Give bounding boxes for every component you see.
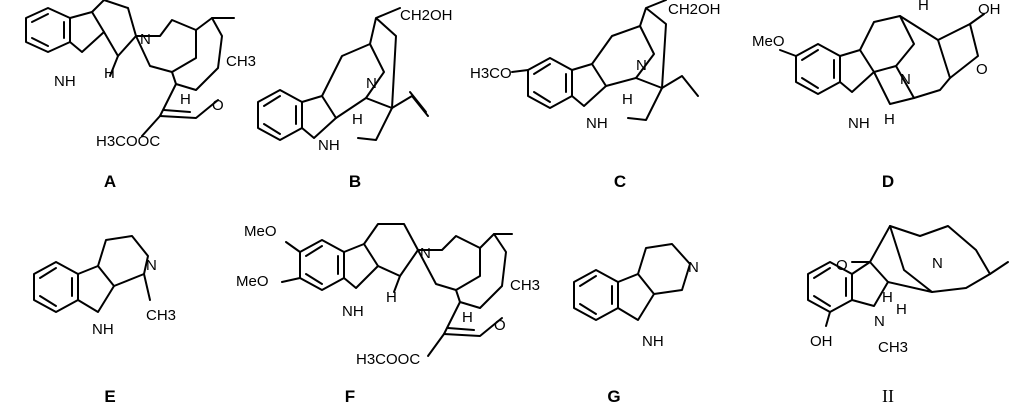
- n-atom-ii: N: [932, 255, 943, 272]
- o-atom-ii: O: [836, 257, 848, 274]
- n-atom-f: N: [420, 245, 431, 262]
- nh-atom-g: NH: [642, 333, 664, 350]
- h-atom-c: H: [622, 91, 633, 108]
- n-atom-c: N: [636, 57, 647, 74]
- molecule-g: N NH G: [573, 243, 699, 406]
- h-atom-b: H: [352, 111, 363, 128]
- molecule-b: N CH2OH NH H B: [257, 7, 453, 191]
- molecule-e: N NH CH3 E: [33, 235, 176, 406]
- nh-atom-b: NH: [318, 137, 340, 154]
- oh-atom-ii: OH: [810, 333, 833, 350]
- h3co-atom-c: H3CO: [470, 65, 512, 82]
- n-atom-ii2: N: [874, 313, 885, 330]
- meo-atom-f1: MeO: [244, 223, 277, 240]
- h-atom-d: H: [918, 0, 929, 14]
- h-atom-f: H: [386, 289, 397, 306]
- n-atom-e: N: [146, 257, 157, 274]
- oh-atom-d: OH: [978, 1, 1001, 18]
- meo-atom-f2: MeO: [236, 273, 269, 290]
- molecule-ii: O N H N H OH CH3 II: [807, 225, 1009, 406]
- ch3-atom-f: CH3: [510, 277, 540, 294]
- meo-atom-d: MeO: [752, 33, 785, 50]
- ch3-atom-a: CH3: [226, 53, 256, 70]
- label-c: C: [614, 172, 626, 191]
- n-atom-a: N: [140, 31, 151, 48]
- o-atom-a: O: [212, 97, 224, 114]
- h-atom-a: H: [104, 65, 115, 82]
- ch3-atom-ii: CH3: [878, 339, 908, 356]
- label-b: B: [349, 172, 361, 191]
- n-atom-b: N: [366, 75, 377, 92]
- n-atom-d: N: [900, 71, 911, 88]
- label-f: F: [345, 387, 355, 406]
- molecule-f: MeO MeO N NH H H O CH3 H3COOC F: [236, 223, 540, 406]
- label-ii: II: [882, 386, 894, 406]
- o-atom-f: O: [494, 317, 506, 334]
- o-atom-d: O: [976, 61, 988, 78]
- molecule-d: MeO OH H N O NH H D: [752, 0, 1001, 191]
- nh-atom-a: NH: [54, 73, 76, 90]
- ch3-atom-e: CH3: [146, 307, 176, 324]
- label-a: A: [104, 172, 116, 191]
- h-atom-ii2: H: [896, 301, 907, 318]
- label-g: G: [607, 387, 620, 406]
- ch2oh-atom-c: CH2OH: [668, 1, 721, 18]
- label-d: D: [882, 172, 894, 191]
- h-atom-ii: H: [882, 289, 893, 306]
- label-e: E: [104, 387, 115, 406]
- nh-atom-e: NH: [92, 321, 114, 338]
- ester-atom-a: H3COOC: [96, 133, 160, 150]
- molecule-a: NH H N H O CH3 H3COOC A: [25, 0, 256, 191]
- molecule-c: H3CO N CH2OH NH H C: [470, 0, 721, 191]
- h-atom-a2: H: [180, 91, 191, 108]
- ch2oh-atom-b: CH2OH: [400, 7, 453, 24]
- nh-atom-c: NH: [586, 115, 608, 132]
- h-atom-d2: H: [884, 111, 895, 128]
- h-atom-f2: H: [462, 309, 473, 326]
- nh-atom-d: NH: [848, 115, 870, 132]
- n-atom-g: N: [688, 259, 699, 276]
- ester-atom-f: H3COOC: [356, 351, 420, 368]
- nh-atom-f: NH: [342, 303, 364, 320]
